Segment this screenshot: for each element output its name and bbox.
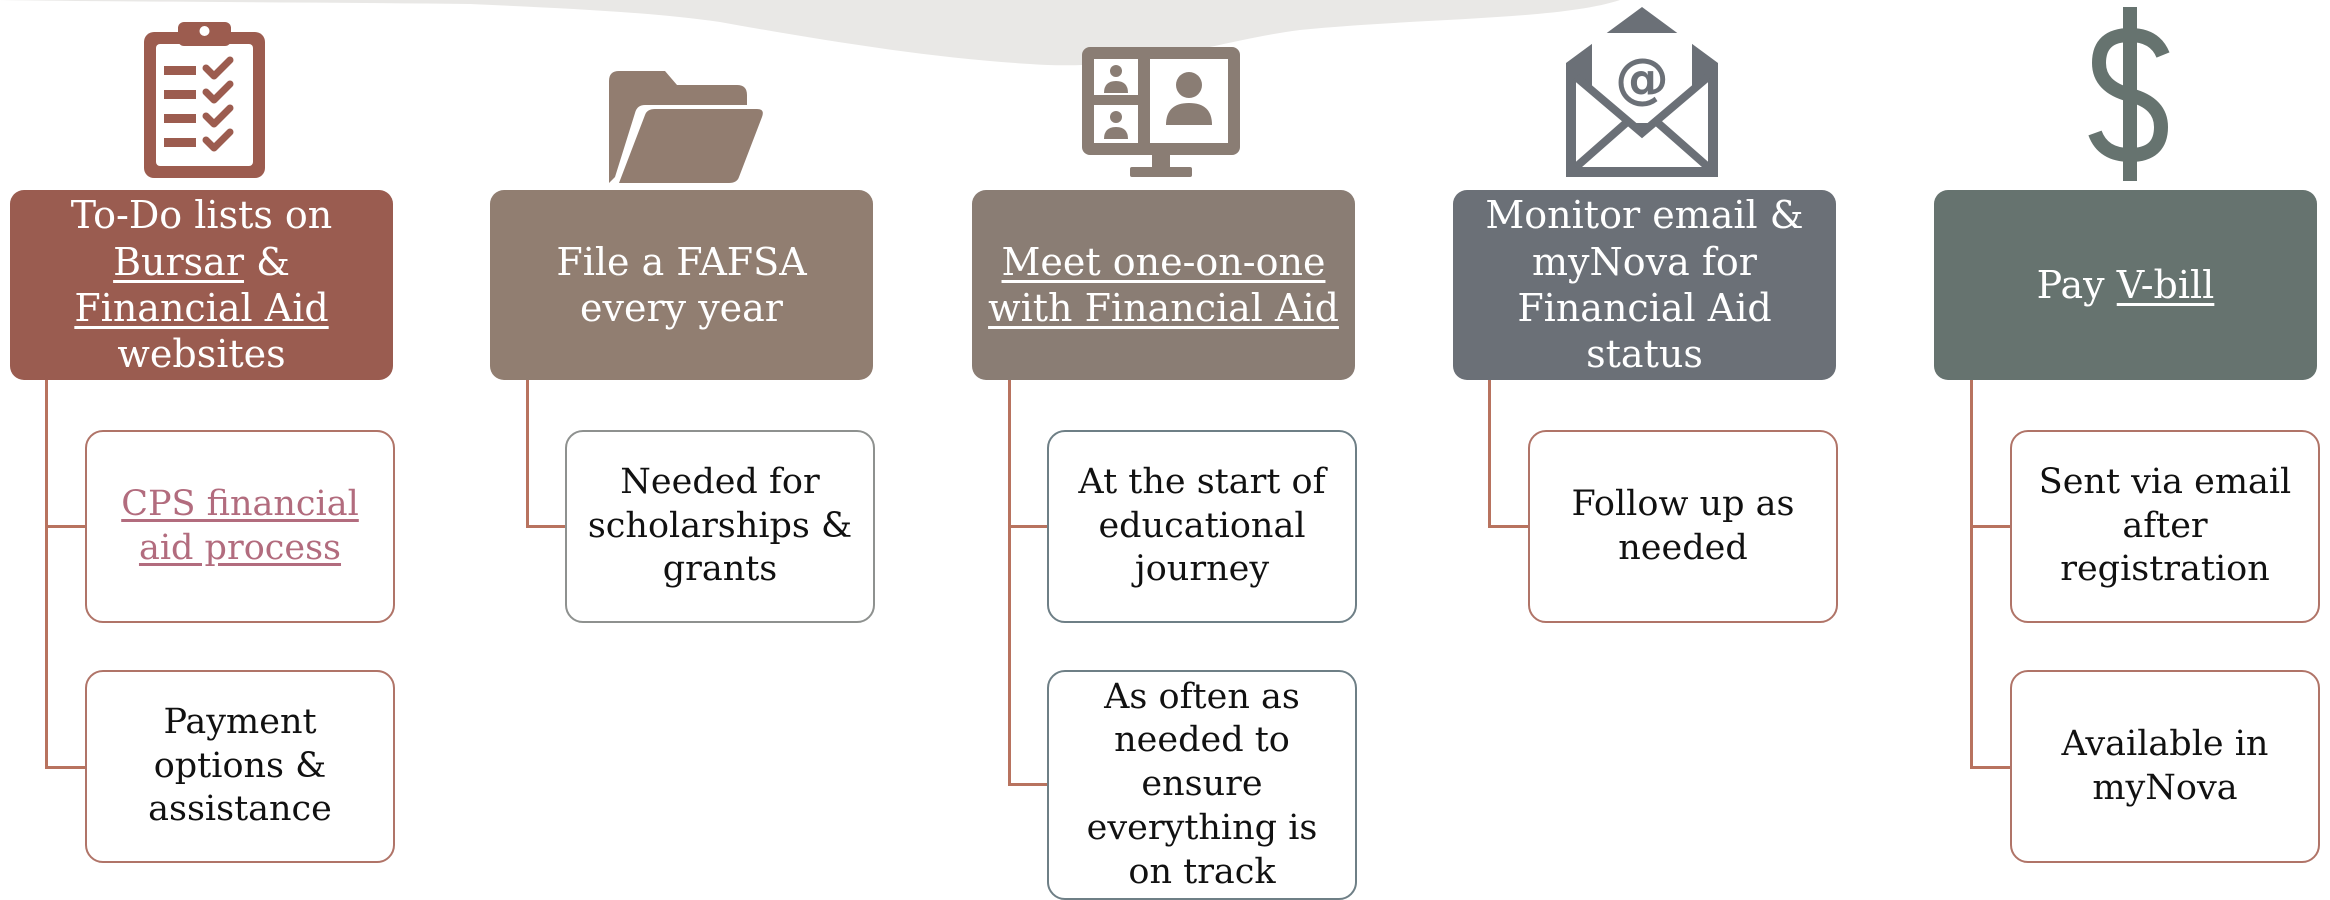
meet-financial-aid-link[interactable]: Meet one-on-one with Financial Aid (988, 239, 1339, 330)
clipboard-checklist-icon (142, 20, 267, 180)
connector-line (1008, 525, 1050, 528)
sub-start-of-journey: At the start of educational journey (1047, 430, 1357, 623)
header-meet-one-on-one: Meet one-on-one with Financial Aid (972, 190, 1355, 380)
sub-available-in-mynova: Available in myNova (2010, 670, 2320, 863)
dollar-sign-icon (2085, 5, 2175, 183)
connector-line (526, 525, 568, 528)
svg-text:@: @ (1615, 47, 1669, 110)
connector-line (1008, 380, 1011, 785)
torn-paper-decoration (0, 0, 1620, 66)
financial-aid-link[interactable]: Financial Aid (74, 286, 329, 330)
sub-as-often-as-needed: As often as needed to ensure everything … (1047, 670, 1357, 900)
connector-line (45, 766, 87, 769)
header-file-fafsa: File a FAFSA every year (490, 190, 873, 380)
header-pay-vbill: Pay V-bill (1934, 190, 2317, 380)
video-meeting-monitor-icon (1080, 45, 1242, 180)
connector-line (1970, 380, 1973, 768)
connector-line (45, 525, 87, 528)
connector-line (1970, 766, 2012, 769)
sub-cps-process: CPS financial aid process (85, 430, 395, 623)
bursar-link[interactable]: Bursar (113, 239, 244, 284)
connector-line (526, 380, 529, 527)
sub-payment-options: Payment options & assistance (85, 670, 395, 863)
v-bill-link[interactable]: V-bill (2116, 262, 2215, 307)
sub-scholarships-grants: Needed for scholarships & grants (565, 430, 875, 623)
cps-financial-aid-process-link[interactable]: CPS financial aid process (121, 483, 359, 568)
connector-line (1488, 380, 1491, 527)
sub-follow-up: Follow up as needed (1528, 430, 1838, 623)
header-todo-lists: To-Do lists on Bursar & Financial Aid we… (10, 190, 393, 380)
email-envelope-icon: @ (1562, 5, 1722, 180)
connector-line (1008, 783, 1050, 786)
header-monitor-email: Monitor email & myNova for Financial Aid… (1453, 190, 1836, 380)
connector-line (1970, 525, 2012, 528)
header-todo-lists-text: To-Do lists on Bursar & Financial Aid we… (70, 193, 333, 377)
connector-line (1488, 525, 1530, 528)
connector-line (45, 380, 48, 768)
sub-sent-via-email: Sent via email after registration (2010, 430, 2320, 623)
folder-icon (605, 65, 765, 185)
